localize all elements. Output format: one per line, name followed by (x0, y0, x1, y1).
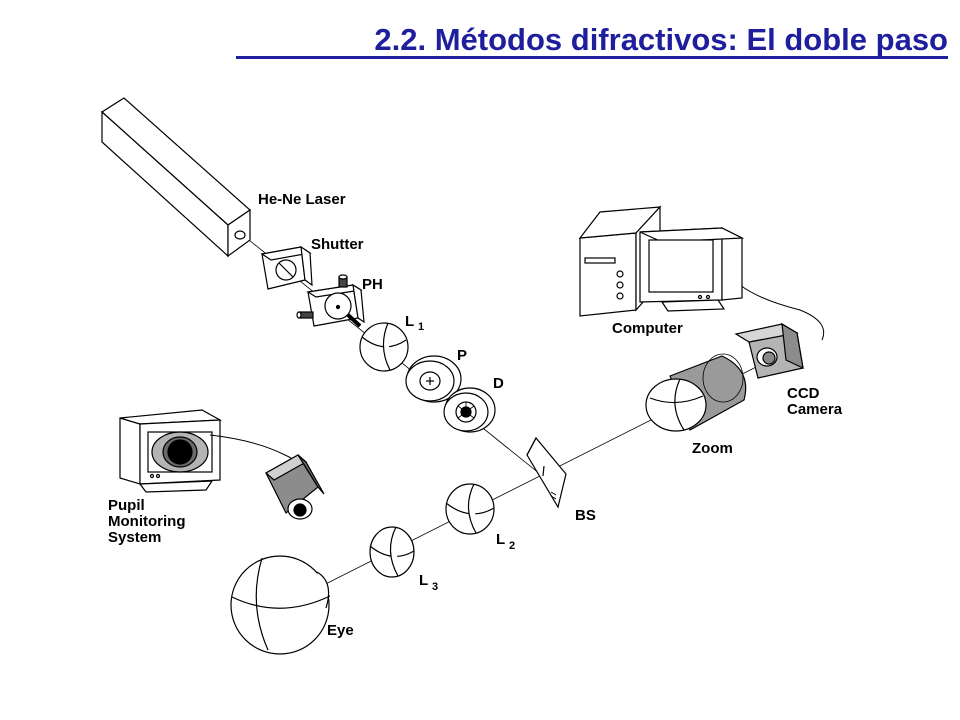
label-beam-splitter: BS (575, 507, 596, 524)
label-diaphragm: D (493, 375, 504, 392)
computer (578, 205, 745, 317)
polarizer (405, 355, 462, 403)
zoom-lens (645, 353, 747, 432)
label-ccd: CCD (787, 385, 820, 402)
slide-title: 2.2. Métodos difractivos: El doble paso (374, 22, 948, 57)
label-lens-l1-sub: 1 (418, 321, 424, 333)
label-system: System (108, 529, 161, 546)
he-ne-laser (101, 97, 251, 258)
label-lens-l3: L (419, 572, 428, 589)
label-shutter: Shutter (311, 236, 364, 253)
lens-l3 (369, 526, 415, 578)
pupil-camera (264, 454, 325, 520)
label-pupil: Pupil (108, 497, 145, 514)
slide-title-bar: 2.2. Métodos difractivos: El doble paso (236, 16, 948, 59)
diagram-labels: He-Ne Laser Shutter PH L 1 P D BS L 2 L … (108, 191, 843, 639)
label-computer: Computer (612, 320, 683, 337)
label-pinhole: PH (362, 276, 383, 293)
beam-splitter (526, 436, 567, 509)
ccd-camera (734, 322, 804, 379)
lens-l2 (445, 483, 495, 535)
label-camera: Camera (787, 401, 843, 418)
diaphragm (443, 387, 496, 433)
label-monitoring: Monitoring (108, 513, 185, 530)
label-lens-l3-sub: 3 (432, 581, 438, 593)
pinhole (296, 274, 365, 328)
pupil-monitor (119, 409, 223, 493)
eye (230, 555, 331, 655)
label-polarizer: P (457, 347, 467, 364)
shutter (260, 245, 313, 290)
computer-camera-cable (739, 284, 825, 341)
label-lens-l2-sub: 2 (509, 540, 515, 552)
label-eye: Eye (327, 622, 354, 639)
label-lens-l2: L (496, 531, 505, 548)
lens-l1 (359, 322, 409, 372)
label-zoom: Zoom (692, 440, 733, 457)
label-he-ne-laser: He-Ne Laser (258, 191, 346, 208)
label-lens-l1: L (405, 313, 414, 330)
